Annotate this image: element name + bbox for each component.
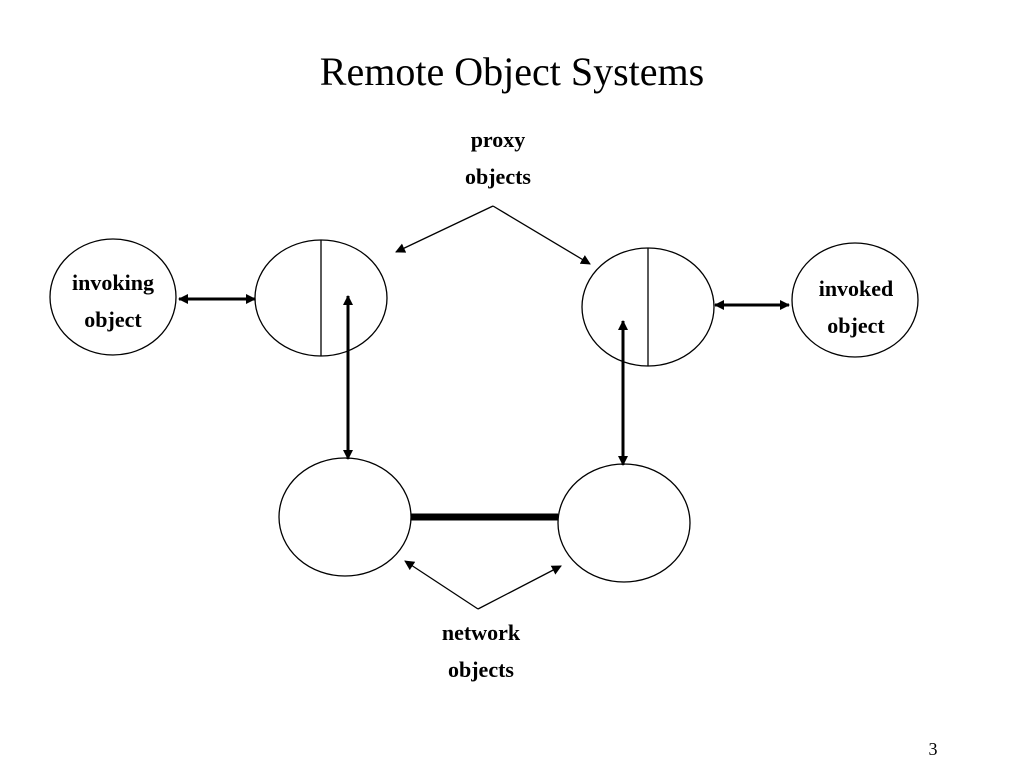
network-label-pointer-right bbox=[477, 565, 562, 610]
proxy-label-pointer-right bbox=[492, 205, 591, 265]
right-network-object-node bbox=[557, 463, 691, 583]
invoking-label-line1: invoking bbox=[72, 270, 154, 295]
invoked-label-line1: invoked bbox=[818, 276, 894, 301]
proxy-objects-label: proxy objects bbox=[438, 121, 558, 195]
slide-title: Remote Object Systems bbox=[319, 49, 705, 94]
invoking-object-node bbox=[49, 238, 177, 356]
proxy-label-pointer-left bbox=[395, 205, 494, 253]
page-number: 3 bbox=[928, 739, 938, 759]
invoking-object-label: invoking object bbox=[53, 264, 173, 338]
network-objects-label: network objects bbox=[421, 614, 541, 688]
network-label-pointer-left bbox=[404, 560, 479, 610]
left-network-object-node bbox=[278, 457, 412, 577]
network-label-line1: network bbox=[441, 620, 521, 645]
proxy-label-line2: objects bbox=[465, 164, 531, 189]
invoked-label-line2: object bbox=[827, 313, 885, 338]
network-label-line2: objects bbox=[448, 657, 514, 682]
invoking-label-line2: object bbox=[84, 307, 142, 332]
invoked-object-node bbox=[791, 242, 919, 358]
proxy-label-line1: proxy bbox=[470, 127, 526, 152]
invoked-object-label: invoked object bbox=[796, 270, 916, 344]
